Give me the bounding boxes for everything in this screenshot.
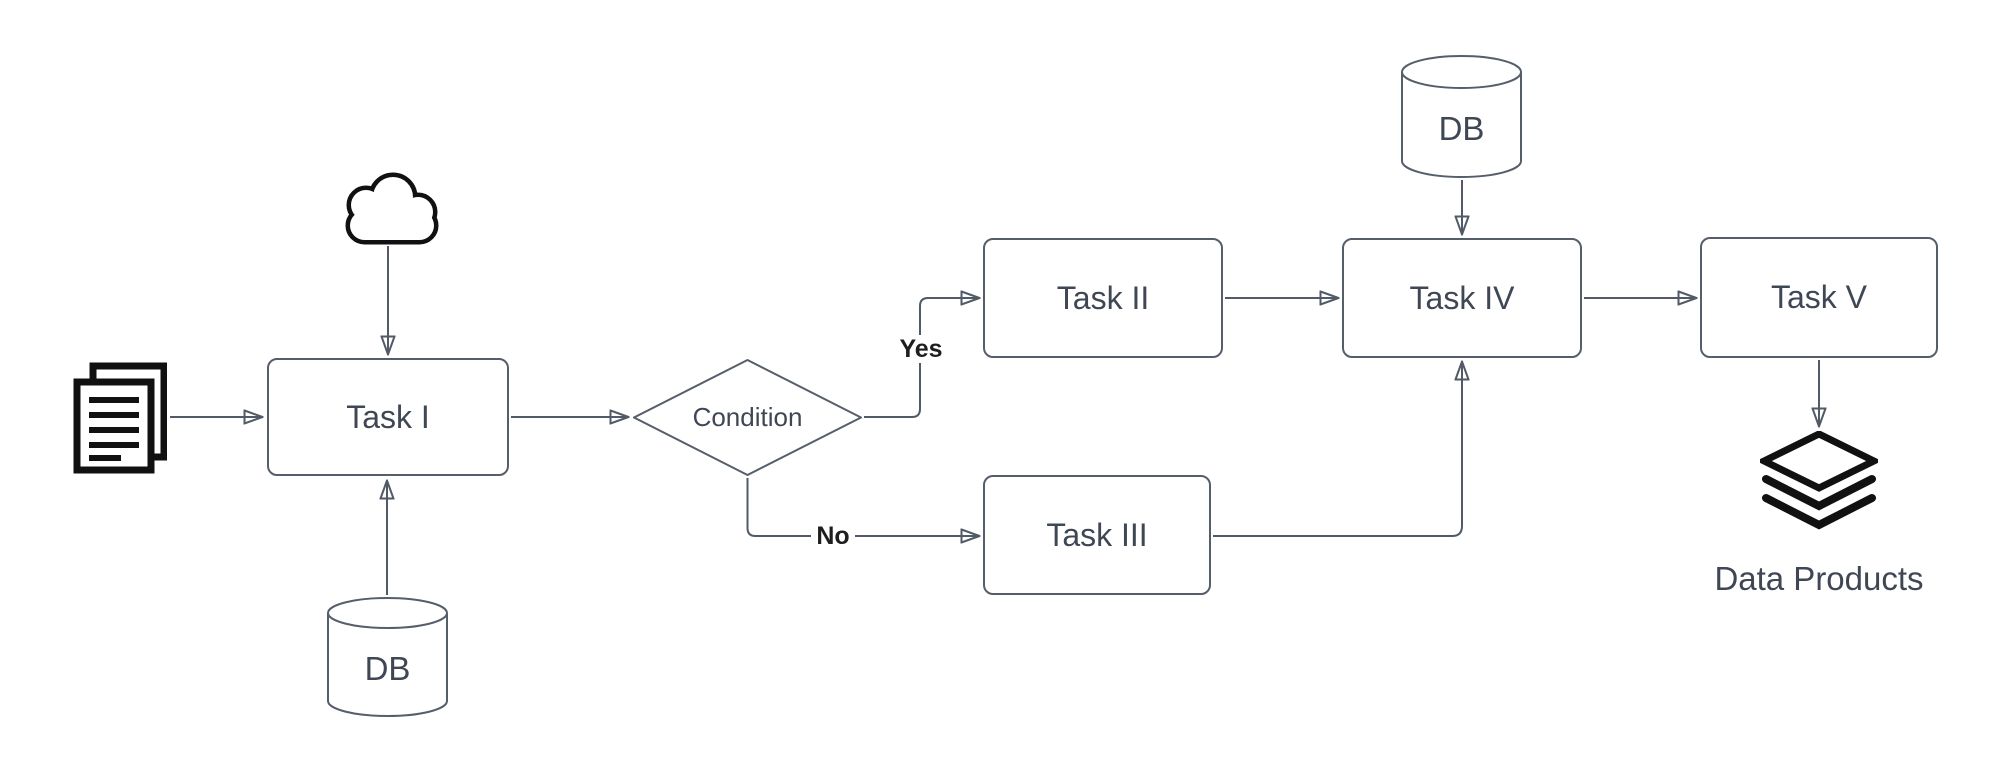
task-i-node: Task I: [267, 358, 509, 476]
task-ii-label: Task II: [1056, 279, 1150, 316]
task-v-label: Task V: [1770, 279, 1868, 315]
no-branch-label: No: [811, 522, 855, 550]
task-iii-node: Task III: [983, 475, 1211, 595]
task-v-node: Task V: [1700, 237, 1938, 358]
db-lookup-label: DB: [1438, 109, 1485, 147]
data-products-label: Data Products: [1714, 560, 1924, 597]
task-ii-node: Task II: [983, 238, 1223, 358]
edge-task-iii-to-task-iv: [1213, 362, 1462, 537]
cloud-icon: [336, 172, 442, 245]
edge-condition-no-to-task-iii: [746, 478, 980, 536]
task-iv-node: Task IV: [1342, 238, 1582, 358]
condition-diamond: Condition: [632, 358, 863, 477]
documents-icon: [73, 362, 167, 474]
db-source-cylinder: DB: [327, 597, 448, 717]
db-source-label: DB: [364, 650, 411, 687]
yes-branch-label: Yes: [896, 335, 946, 363]
task-i-label: Task I: [346, 398, 430, 435]
db-lookup-cylinder: DB: [1401, 55, 1522, 178]
condition-label: Condition: [692, 402, 803, 432]
task-iv-label: Task IV: [1409, 279, 1515, 316]
task-iii-label: Task III: [1046, 516, 1148, 553]
layers-icon: [1760, 431, 1878, 535]
